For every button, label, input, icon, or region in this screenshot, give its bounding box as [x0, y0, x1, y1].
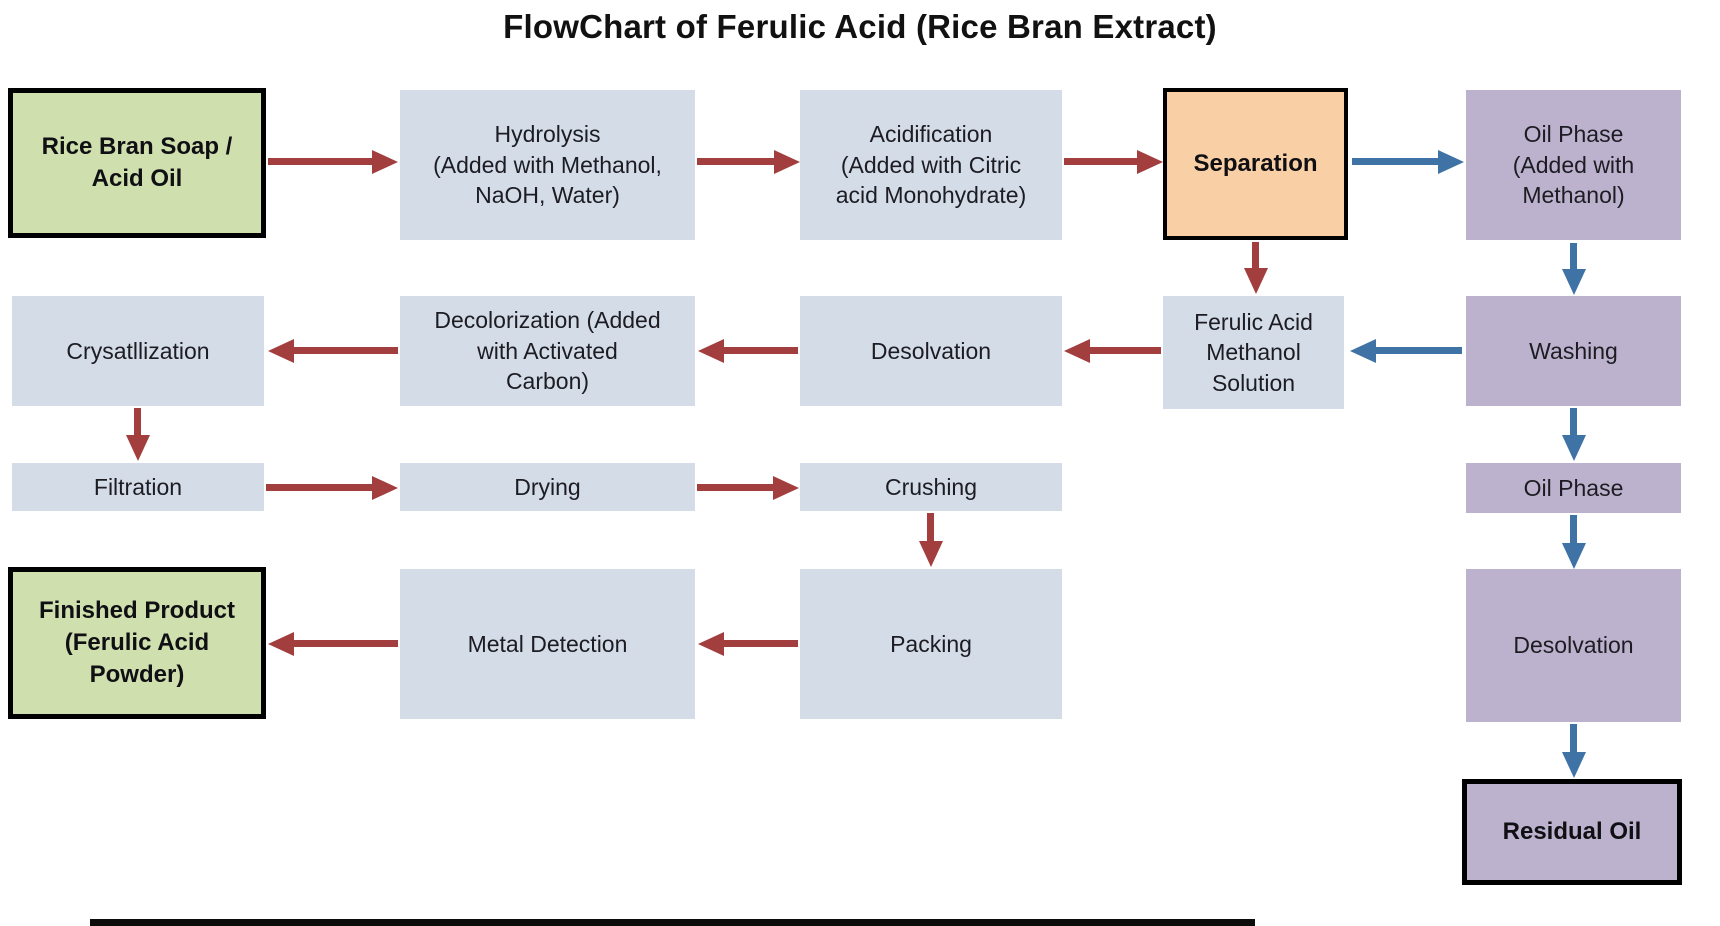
node-acidification: Acidification (Added with Citric acid Mo…: [800, 90, 1062, 240]
arrow-washing-to-oil-phase-2: [1570, 408, 1577, 435]
arrow-drying-to-crushing: [697, 484, 773, 491]
arrow-filtration-to-drying: [266, 484, 372, 491]
node-crushing: Crushing: [800, 463, 1062, 511]
page-title: FlowChart of Ferulic Acid (Rice Bran Ext…: [503, 8, 1217, 45]
arrow-desolvation-to-decolorization: [724, 347, 798, 354]
node-ferulic-acid-methanol-solution: Ferulic Acid Methanol Solution: [1163, 296, 1344, 409]
arrow-oil-phase-to-washing: [1570, 243, 1577, 269]
node-rice-bran-soap: Rice Bran Soap / Acid Oil: [8, 88, 266, 238]
node-packing: Packing: [800, 569, 1062, 719]
node-crystallization: Crysatllization: [12, 296, 264, 406]
arrow-crystallization-to-filtration: [134, 408, 141, 435]
node-desolvation-oil: Desolvation: [1466, 569, 1681, 722]
arrow-desolvation-oil-to-residual-oil: [1570, 724, 1577, 752]
node-filtration: Filtration: [12, 463, 264, 511]
node-oil-phase-methanol: Oil Phase (Added with Methanol): [1466, 90, 1681, 240]
node-finished-product: Finished Product (Ferulic Acid Powder): [8, 567, 266, 719]
node-metal-detection: Metal Detection: [400, 569, 695, 719]
arrow-metal-detection-to-finished-product: [294, 640, 398, 647]
arrow-separation-to-oil-phase: [1352, 158, 1438, 165]
arrow-washing-to-ferulic-solution: [1376, 347, 1462, 354]
node-hydrolysis: Hydrolysis (Added with Methanol, NaOH, W…: [400, 90, 695, 240]
arrow-separation-to-ferulic-solution: [1252, 242, 1259, 268]
arrow-rice-to-hydrolysis: [268, 158, 372, 165]
bottom-edge-bar: [90, 919, 1255, 926]
arrow-crushing-to-packing: [927, 513, 934, 541]
node-washing: Washing: [1466, 296, 1681, 406]
arrow-oil-phase-2-to-desolvation-oil: [1570, 515, 1577, 543]
arrow-packing-to-metal-detection: [724, 640, 798, 647]
node-residual-oil: Residual Oil: [1462, 779, 1682, 885]
node-oil-phase: Oil Phase: [1466, 463, 1681, 513]
node-decolorization: Decolorization (Added with Activated Car…: [400, 296, 695, 406]
arrow-ferulic-solution-to-desolvation: [1090, 347, 1161, 354]
node-separation: Separation: [1163, 88, 1348, 240]
node-drying: Drying: [400, 463, 695, 511]
node-desolvation: Desolvation: [800, 296, 1062, 406]
arrow-acidification-to-separation: [1064, 158, 1137, 165]
arrow-hydrolysis-to-acidification: [697, 158, 774, 165]
arrow-decolorization-to-crystallization: [294, 347, 398, 354]
